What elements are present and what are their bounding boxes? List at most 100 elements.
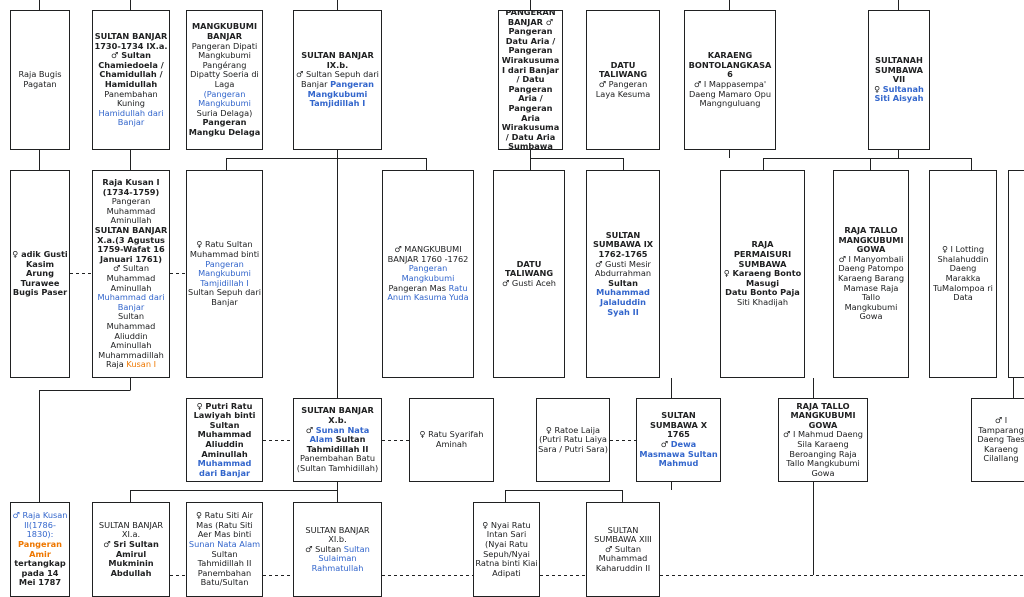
node-line: Pangeran Datu Aria / Pangeran Wirakusuma… bbox=[500, 26, 561, 150]
node-line: tertangkap pada 14 Mei 1787 bbox=[12, 558, 68, 588]
node-line: ♀ I Lotting Shalahuddin Daeng Marakka Tu… bbox=[931, 244, 995, 303]
node-text: DATU TALIWANG bbox=[598, 59, 648, 80]
node-pangeran-banjar-datu-aria[interactable]: PANGERAN BANJAR ♂Pangeran Datu Aria / Pa… bbox=[498, 10, 563, 150]
node-text: ♀ Ratu Siti Air Mas (Ratu Siti Aer Mas b… bbox=[196, 510, 253, 540]
node-text: Suria Delaga) bbox=[196, 107, 253, 118]
node-sultan-banjar-x-b[interactable]: SULTAN BANJAR X.b.♂ Sunan Nata Alam Sult… bbox=[293, 398, 382, 482]
node-text: ♂ Gusti Aceh bbox=[501, 277, 556, 288]
node-mangkubumi-banjar-1760[interactable]: ♂ MANGKUBUMI BANJAR 1760 -1762 Pangeran … bbox=[382, 170, 474, 378]
node-line: ♂ Sri Sultan Amirul Mukminin Abdullah bbox=[94, 539, 168, 578]
node-text: ♂ MANGKUBUMI BANJAR 1760 -1762 bbox=[387, 244, 469, 264]
node-ratu-siti-air-mas[interactable]: ♀ Ratu Siti Air Mas (Ratu Siti Aer Mas b… bbox=[186, 502, 263, 597]
node-raja-bugis-pagatan[interactable]: Raja Bugis Pagatan bbox=[10, 10, 70, 150]
node-text: SULTAN BANJAR X.b. bbox=[301, 405, 374, 426]
node-text: Pangeran Mangku Delaga bbox=[188, 117, 261, 137]
node-line: SULTAN BANJAR XI.a. bbox=[94, 519, 168, 540]
node-nyai-ratu-intan-sari[interactable]: ♀ Nyai Ratu Intan Sari (Nyai Ratu Sepuh/… bbox=[473, 502, 540, 597]
node-putri-ratu-lawiyah[interactable]: ♀ Putri Ratu Lawiyah binti Sultan Muhamm… bbox=[186, 398, 263, 482]
person-link[interactable]: Ratu Anum Kasuma Yuda bbox=[387, 282, 469, 303]
person-link[interactable]: Sultanah Siti Aisyah bbox=[874, 83, 924, 104]
node-sultan-banjar-ix-a[interactable]: SULTAN BANJAR 1730-1734 IX.a.♂ Sultan Ch… bbox=[92, 10, 170, 150]
person-link[interactable]: Pangeran Mangkubumi bbox=[401, 263, 455, 283]
node-line: Pangeran Amir bbox=[12, 539, 68, 559]
node-raja-tallo-mangkubumi-1[interactable]: RAJA TALLO MANGKUBUMI GOWA♂ I Manyombali… bbox=[833, 170, 909, 378]
node-text: SULTAN SUMBAWA IX 1762-1765 bbox=[592, 229, 654, 260]
person-link[interactable]: Sultan Sulaiman Rahmatullah bbox=[311, 543, 370, 573]
node-line: SULTAN BANJAR 1730-1734 IX.a. bbox=[94, 31, 168, 51]
node-text: ♀ Ratoe Laija (Putri Ratu Laiya Sara / P… bbox=[538, 424, 608, 454]
node-raja-kusan-ii[interactable]: ♂ Raja Kusan II(1786-1830):Pangeran Amir… bbox=[10, 502, 70, 597]
node-text: MANGKUBUMI BANJAR bbox=[192, 21, 257, 42]
node-line: ♂ Sultan Sultan Sulaiman Rahmatullah bbox=[295, 543, 380, 574]
person-link[interactable]: Pangeran Mangkubumi Tamjidillah I bbox=[198, 258, 251, 288]
person-link[interactable]: (Pangeran Mangkubumi bbox=[198, 88, 251, 109]
node-text: DATU TALIWANG bbox=[504, 258, 554, 279]
node-text: Raja Kusan I (1734-1759) bbox=[102, 177, 160, 197]
node-ratu-sultan-muhammad[interactable]: ♀ Ratu Sultan Muhammad binti Pangeran Ma… bbox=[186, 170, 263, 378]
node-text: ♀ Ratu Sultan Muhammad binti bbox=[189, 239, 260, 260]
node-sultan-sumbawa-xiii[interactable]: SULTAN SUMBAWA XIII♂ Sultan Muhammad Kah… bbox=[586, 502, 660, 597]
node-line: RAJA TALLO MANGKUBUMI GOWA bbox=[780, 400, 866, 431]
node-line: Siti Khadijah bbox=[722, 297, 803, 308]
node-line: RAJA PERMAISURI SUMBAWA bbox=[722, 240, 803, 269]
node-text: Sultan Muhammad Aliuddin Aminullah Muham… bbox=[98, 311, 164, 370]
node-line: ♂ I Mappasempa' Daeng Mamaro Opu Mangngu… bbox=[686, 79, 774, 109]
node-text: SULTAN BANJAR 1730-1734 IX.a. bbox=[94, 31, 168, 51]
node-text: Pangeran Mas bbox=[388, 282, 449, 293]
person-link[interactable]: Muhammad dari Banjar bbox=[197, 458, 252, 478]
node-line: ♂ Sultan Sepuh dari Banjar Pangeran Mang… bbox=[295, 70, 380, 108]
node-sultan-banjar-xi-b[interactable]: SULTAN BANJAR XI.b.♂ Sultan Sultan Sulai… bbox=[293, 502, 382, 597]
node-sultan-banjar-xi-a[interactable]: SULTAN BANJAR XI.a.♂ Sri Sultan Amirul M… bbox=[92, 502, 170, 597]
node-line: ♀ Sultanah Siti Aisyah bbox=[870, 83, 928, 104]
node-sultan-sumbawa-x[interactable]: SULTAN SUMBAWA X 1765♂ Dewa Masmawa Sult… bbox=[636, 398, 721, 482]
person-link[interactable]: Sunan Nata Alam bbox=[188, 538, 261, 549]
node-line: SULTAN SUMBAWA IX 1762-1765 bbox=[588, 229, 658, 260]
node-line: Pangeran Dipati Mangkubumi Pangérang Dip… bbox=[188, 41, 261, 90]
node-text: SULTAN BANJAR XI.a. bbox=[98, 519, 164, 540]
node-line: Hamidullah dari Banjar bbox=[94, 107, 168, 128]
node-line: Pangeran Mangku Delaga bbox=[188, 118, 261, 137]
node-text: Pangeran Datu Aria / Pangeran Wirakusuma… bbox=[501, 26, 560, 150]
person-link[interactable]: Muhammad Jalaluddin Syah II bbox=[596, 287, 650, 317]
node-raja-kusan-i[interactable]: Raja Kusan I (1734-1759)Pangeran Muhamma… bbox=[92, 170, 170, 378]
node-offscreen-right bbox=[1008, 170, 1024, 378]
node-datu-taliwang-top[interactable]: DATU TALIWANG♂ Pangeran Laya Kesuma bbox=[586, 10, 660, 150]
node-line: ♀ Ratoe Laija (Putri Ratu Laiya Sara / P… bbox=[538, 424, 608, 455]
node-line: ♂ Pangeran Laya Kesuma bbox=[588, 79, 658, 99]
node-line: MANGKUBUMI BANJAR bbox=[188, 22, 261, 41]
node-line: ♀ Nyai Ratu Intan Sari (Nyai Ratu Sepuh/… bbox=[475, 520, 538, 579]
node-datu-taliwang-mid[interactable]: DATU TALIWANG♂ Gusti Aceh bbox=[493, 170, 565, 378]
node-text: Panembahan Batu (Sultan Tamhidillah) bbox=[296, 453, 379, 473]
node-line: Panembahan Batu (Sultan Tamhidillah) bbox=[295, 454, 380, 473]
node-ratu-syarifah-aminah[interactable]: ♀ Ratu Syarifah Aminah bbox=[409, 398, 494, 482]
person-link[interactable]: Pangeran Mangkubumi Tamjidillah I bbox=[307, 79, 375, 109]
node-text: Sultan Tahmidillah II bbox=[306, 434, 369, 454]
person-link[interactable]: Dewa Masmawa Sultan Mahmud bbox=[639, 439, 718, 469]
node-line: ♂ Sultan Muhammad Kaharuddin II bbox=[588, 544, 658, 574]
node-ratoe-laija[interactable]: ♀ Ratoe Laija (Putri Ratu Laiya Sara / P… bbox=[536, 398, 610, 482]
person-link[interactable]: Sunan Nata Alam bbox=[309, 424, 370, 445]
node-karaeng-bontolangkasa[interactable]: KARAENG BONTOLANGKASA 6♂ I Mappasempa' D… bbox=[684, 10, 776, 150]
node-raja-permaisuri-sumbawa[interactable]: RAJA PERMAISURI SUMBAWA♀ Karaeng Bonto M… bbox=[720, 170, 805, 378]
node-sultan-banjar-ix-b[interactable]: SULTAN BANJAR IX.b.♂ Sultan Sepuh dari B… bbox=[293, 10, 382, 150]
person-link[interactable]: Hamidullah dari Banjar bbox=[98, 107, 164, 128]
node-line: Sultan Muhammad Jalaluddin Syah II bbox=[588, 277, 658, 317]
node-raja-tallo-mangkubumi-2[interactable]: RAJA TALLO MANGKUBUMI GOWA♂ I Mahmud Dae… bbox=[778, 398, 868, 482]
person-link[interactable]: Muhammad dari Banjar bbox=[97, 292, 165, 312]
node-text: PANGERAN BANJAR ♂ bbox=[505, 10, 556, 27]
node-line: DATU TALIWANG bbox=[495, 258, 563, 279]
node-line: SULTAN BANJAR IX.b. bbox=[295, 51, 380, 70]
node-text: Sultan bbox=[608, 277, 638, 288]
node-text: RAJA TALLO MANGKUBUMI GOWA bbox=[790, 400, 856, 430]
node-line: ♂ I Manyombali Daeng Patompo Karaeng Bar… bbox=[835, 254, 907, 322]
node-i-lotting[interactable]: ♀ I Lotting Shalahuddin Daeng Marakka Tu… bbox=[929, 170, 997, 378]
node-line: ♂ I Tamparang Daeng Taes Karaeng Cilalla… bbox=[973, 415, 1024, 464]
node-line: (Pangeran Mangkubumi bbox=[188, 88, 261, 109]
node-adik-gusti-kasim[interactable]: ♀ adik Gusti Kasim Arung Turawee Bugis P… bbox=[10, 170, 70, 378]
node-text: ♂ Sultan bbox=[305, 543, 344, 554]
person-link[interactable]: ♂ Raja Kusan II(1786-1830): bbox=[12, 510, 68, 540]
node-sultan-sumbawa-ix[interactable]: SULTAN SUMBAWA IX 1762-1765♂ Gusti Mesir… bbox=[586, 170, 660, 378]
node-tamparang[interactable]: ♂ I Tamparang Daeng Taes Karaeng Cilalla… bbox=[971, 398, 1024, 482]
node-sultanah-sumbawa-vii[interactable]: SULTANAH SUMBAWA VII♀ Sultanah Siti Aisy… bbox=[868, 10, 930, 150]
